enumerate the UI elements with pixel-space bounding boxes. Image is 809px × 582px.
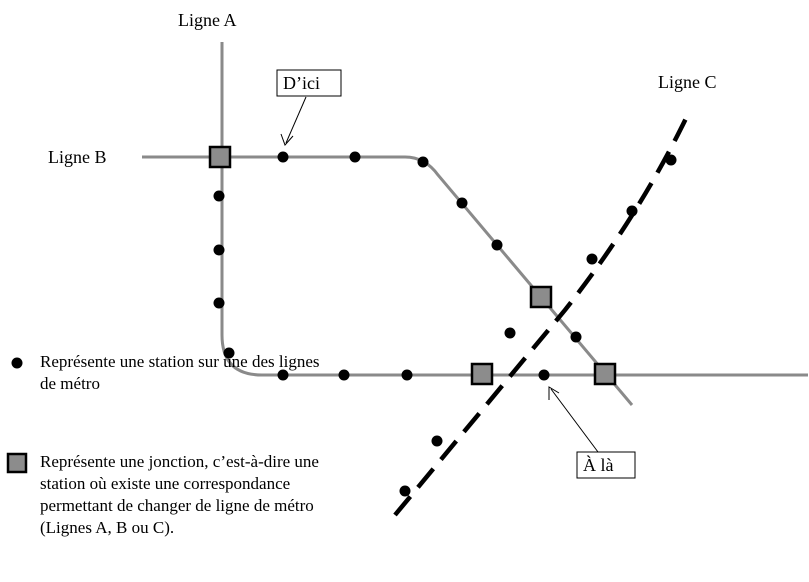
junction bbox=[208, 145, 232, 169]
legend-junction-text: Représente une jonction, c’est-à-dire un… bbox=[40, 452, 319, 537]
station bbox=[570, 331, 582, 343]
station bbox=[665, 154, 677, 166]
station bbox=[456, 197, 468, 209]
to-callout-arrowhead bbox=[548, 386, 560, 400]
station bbox=[223, 347, 235, 359]
station bbox=[277, 369, 289, 381]
junctions bbox=[208, 145, 617, 386]
to-callout-box bbox=[576, 451, 636, 479]
from-callout-box bbox=[276, 69, 342, 97]
station bbox=[626, 205, 638, 217]
to-callout-label: À là bbox=[583, 454, 614, 475]
junction bbox=[593, 362, 617, 386]
station bbox=[277, 151, 289, 163]
station bbox=[338, 369, 350, 381]
line-b-label: Ligne B bbox=[48, 147, 107, 167]
junction bbox=[470, 362, 494, 386]
legend-station-text: Représente une station sur une des ligne… bbox=[40, 352, 320, 393]
station bbox=[491, 239, 503, 251]
station bbox=[431, 435, 443, 447]
station bbox=[399, 485, 411, 497]
from-callout-arrow bbox=[285, 96, 307, 144]
station bbox=[538, 369, 550, 381]
line-a-track bbox=[220, 42, 808, 377]
station bbox=[586, 253, 598, 265]
to-callout-arrow bbox=[550, 388, 599, 453]
station bbox=[213, 190, 225, 202]
line-c-track bbox=[393, 109, 693, 517]
junction bbox=[529, 285, 553, 309]
stations bbox=[213, 151, 677, 497]
line-c-label: Ligne C bbox=[658, 72, 717, 92]
station bbox=[401, 369, 413, 381]
station bbox=[213, 297, 225, 309]
junction-symbol-icon bbox=[6, 452, 28, 474]
station bbox=[349, 151, 361, 163]
line-a-label: Ligne A bbox=[178, 10, 237, 30]
station-symbol-icon bbox=[11, 357, 23, 369]
station bbox=[417, 156, 429, 168]
station bbox=[504, 327, 516, 339]
from-callout-label: D’ici bbox=[283, 73, 320, 93]
from-callout-arrowhead bbox=[280, 133, 294, 146]
station bbox=[213, 244, 225, 256]
